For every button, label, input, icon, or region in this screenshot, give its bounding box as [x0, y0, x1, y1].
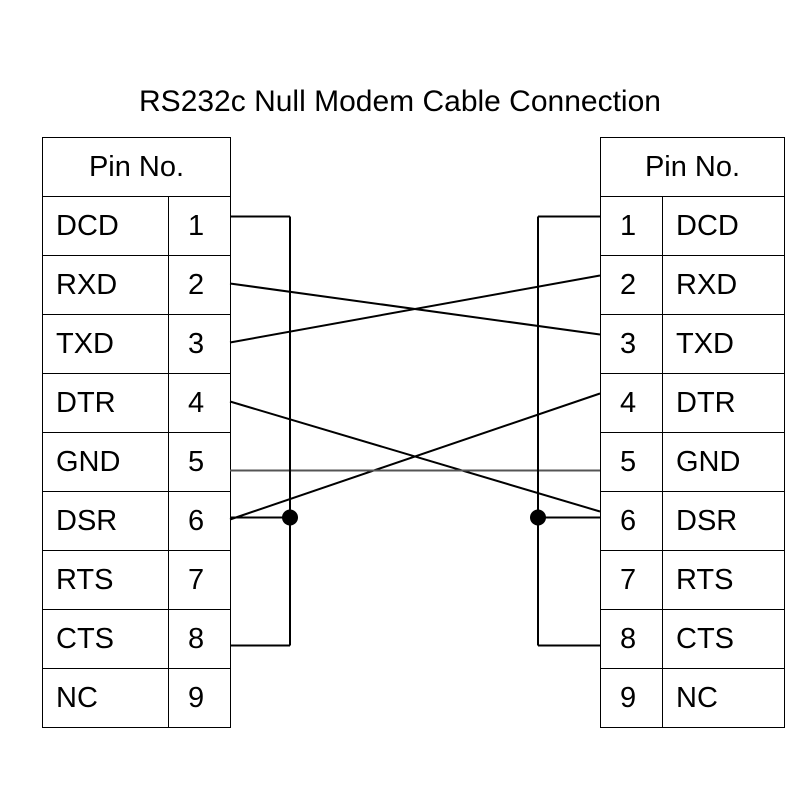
diagram-title: RS232c Null Modem Cable Connection — [139, 85, 661, 118]
left-signal-label: DTR — [42, 373, 169, 433]
left-signal-label: CTS — [42, 609, 169, 669]
right-pin-number: 3 — [600, 314, 663, 374]
left-signal-label: RXD — [42, 255, 169, 315]
left-signal-label: DSR — [42, 491, 169, 551]
right-pin-number: 1 — [600, 196, 663, 256]
left-junction-dot — [282, 509, 298, 526]
right-pin-number: 6 — [600, 491, 663, 551]
right-pin-number: 5 — [600, 432, 663, 492]
left-signal-label: GND — [42, 432, 169, 492]
right-signal-label: TXD — [662, 314, 785, 374]
wire-2-to-3 — [229, 282, 601, 336]
right-pin-number: 8 — [600, 609, 663, 669]
left-signal-label: TXD — [42, 314, 169, 374]
left-header-row: Pin No. — [42, 137, 231, 197]
right-signal-label: DSR — [662, 491, 785, 551]
left-pin-number: 7 — [168, 550, 231, 610]
left-pin-number: 6 — [168, 491, 231, 551]
left-signal-label: RTS — [42, 550, 169, 610]
left-pin-number: 3 — [168, 314, 231, 374]
left-pin-number: 2 — [168, 255, 231, 315]
wire-4-to-6 — [229, 400, 601, 513]
right-signal-label: DCD — [662, 196, 785, 256]
right-signal-label: CTS — [662, 609, 785, 669]
wire-6-to-4 — [229, 392, 601, 521]
left-signal-label: DCD — [42, 196, 169, 256]
right-pin-number: 2 — [600, 255, 663, 315]
left-pin-number: 4 — [168, 373, 231, 433]
right-header-row: Pin No. — [600, 137, 785, 197]
left-pin-number: 8 — [168, 609, 231, 669]
right-pin-number: 7 — [600, 550, 663, 610]
right-signal-label: NC — [662, 668, 785, 728]
right-signal-label: RTS — [662, 550, 785, 610]
left-pin-number: 9 — [168, 668, 231, 728]
left-pin-number: 5 — [168, 432, 231, 492]
left-header-label: Pin No. — [42, 137, 231, 197]
right-pin-number: 9 — [600, 668, 663, 728]
wire-3-to-2 — [229, 274, 601, 344]
right-signal-label: DTR — [662, 373, 785, 433]
right-signal-label: RXD — [662, 255, 785, 315]
right-pin-number: 4 — [600, 373, 663, 433]
right-header-label: Pin No. — [600, 137, 785, 197]
right-junction-dot — [530, 509, 546, 526]
right-signal-label: GND — [662, 432, 785, 492]
left-signal-label: NC — [42, 668, 169, 728]
left-pin-number: 1 — [168, 196, 231, 256]
